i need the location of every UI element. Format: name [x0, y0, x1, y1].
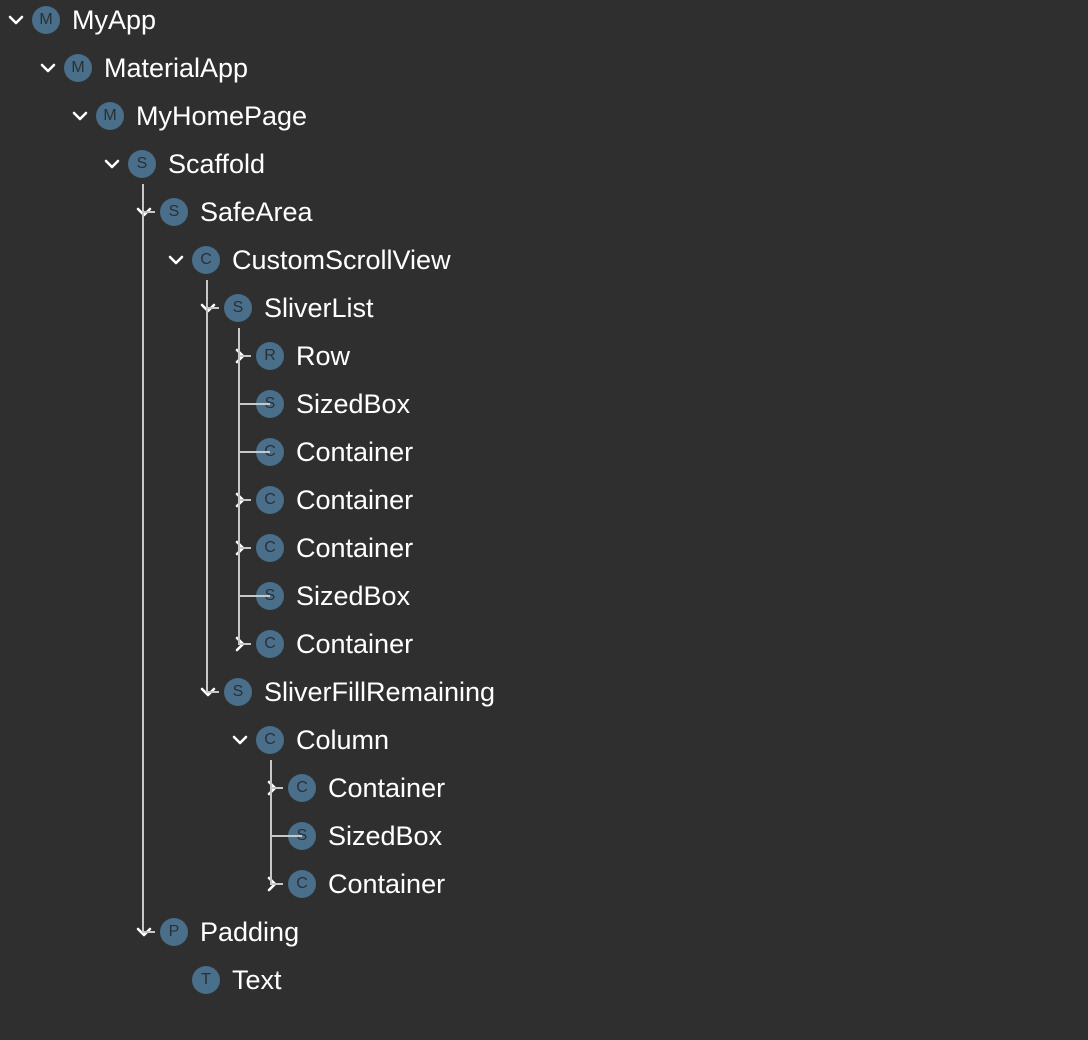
- tree-node-scaffold[interactable]: S Scaffold: [96, 144, 265, 184]
- chevron-down-icon[interactable]: [0, 0, 32, 40]
- tree-node-text[interactable]: T Text: [160, 960, 282, 1000]
- chevron-down-icon[interactable]: [160, 240, 192, 280]
- widget-type-icon: C: [288, 774, 316, 802]
- tree-node-label: Column: [296, 725, 390, 755]
- tree-node-container[interactable]: C Container: [256, 864, 445, 904]
- widget-type-icon: S: [128, 150, 156, 178]
- tree-node-label: Container: [328, 773, 446, 803]
- tree-node-padding[interactable]: P Padding: [128, 912, 299, 952]
- tree-guide-line: [142, 184, 144, 933]
- widget-type-icon: C: [256, 486, 284, 514]
- chevron-down-icon[interactable]: [96, 144, 128, 184]
- widget-type-icon: C: [256, 534, 284, 562]
- widget-type-icon: M: [96, 102, 124, 130]
- tree-node-sliverfillremaining[interactable]: S SliverFillRemaining: [192, 672, 495, 712]
- tree-guide-branch: [238, 499, 251, 501]
- tree-node-label: SliverFillRemaining: [264, 677, 496, 707]
- tree-guide-branch: [206, 307, 219, 309]
- tree-node-row[interactable]: R Row: [224, 336, 350, 376]
- tree-node-column[interactable]: C Column: [224, 720, 389, 760]
- tree-node-label: SizedBox: [296, 389, 411, 419]
- tree-guide-branch: [142, 931, 155, 933]
- widget-type-icon: M: [32, 6, 60, 34]
- tree-node-customscrollview[interactable]: C CustomScrollView: [160, 240, 451, 280]
- tree-node-label: Container: [296, 533, 414, 563]
- tree-node-container[interactable]: C Container: [224, 624, 413, 664]
- tree-guide-branch: [270, 883, 283, 885]
- toggle-spacer: [160, 960, 192, 1000]
- tree-guide-branch: [238, 355, 251, 357]
- widget-type-icon: C: [192, 246, 220, 274]
- tree-node-label: SliverList: [264, 293, 374, 323]
- tree-node-label: MyApp: [72, 5, 157, 35]
- tree-node-label: MaterialApp: [104, 53, 249, 83]
- widget-type-icon: S: [224, 294, 252, 322]
- tree-node-label: Scaffold: [168, 149, 266, 179]
- tree-guide-line: [238, 328, 240, 645]
- tree-guide-branch: [238, 403, 270, 405]
- tree-node-myapp[interactable]: M MyApp: [0, 0, 156, 40]
- chevron-down-icon[interactable]: [32, 48, 64, 88]
- widget-type-icon: S: [224, 678, 252, 706]
- tree-guide-branch: [270, 787, 283, 789]
- tree-node-label: MyHomePage: [136, 101, 308, 131]
- tree-node-label: SizedBox: [328, 821, 443, 851]
- chevron-down-icon[interactable]: [224, 720, 256, 760]
- widget-type-icon: T: [192, 966, 220, 994]
- tree-node-label: Container: [296, 629, 414, 659]
- tree-node-myhomepage[interactable]: M MyHomePage: [64, 96, 307, 136]
- tree-guide-branch: [238, 595, 270, 597]
- widget-type-icon: R: [256, 342, 284, 370]
- widget-type-icon: C: [256, 630, 284, 658]
- tree-node-safearea[interactable]: S SafeArea: [128, 192, 313, 232]
- tree-guide-line: [206, 280, 208, 693]
- tree-guide-branch: [142, 211, 155, 213]
- tree-guide-branch: [238, 451, 270, 453]
- widget-type-icon: C: [256, 726, 284, 754]
- tree-node-materialapp[interactable]: M MaterialApp: [32, 48, 248, 88]
- tree-node-container[interactable]: C Container: [256, 768, 445, 808]
- tree-node-label: CustomScrollView: [232, 245, 451, 275]
- tree-node-container[interactable]: C Container: [224, 528, 413, 568]
- tree-node-label: SizedBox: [296, 581, 411, 611]
- tree-guide-branch: [270, 835, 302, 837]
- tree-node-label: Container: [296, 485, 414, 515]
- tree-guide-branch: [206, 691, 219, 693]
- widget-type-icon: C: [288, 870, 316, 898]
- widget-type-icon: M: [64, 54, 92, 82]
- tree-guide-branch: [238, 547, 251, 549]
- tree-node-sliverlist[interactable]: S SliverList: [192, 288, 374, 328]
- tree-node-label: Text: [232, 965, 282, 995]
- tree-node-label: Container: [296, 437, 414, 467]
- widget-type-icon: S: [160, 198, 188, 226]
- tree-node-container[interactable]: C Container: [224, 480, 413, 520]
- tree-guide-line: [270, 760, 272, 885]
- tree-node-label: SafeArea: [200, 197, 313, 227]
- tree-node-label: Container: [328, 869, 446, 899]
- widget-type-icon: P: [160, 918, 188, 946]
- tree-node-label: Padding: [200, 917, 300, 947]
- chevron-down-icon[interactable]: [64, 96, 96, 136]
- tree-node-label: Row: [296, 341, 351, 371]
- tree-guide-branch: [238, 643, 251, 645]
